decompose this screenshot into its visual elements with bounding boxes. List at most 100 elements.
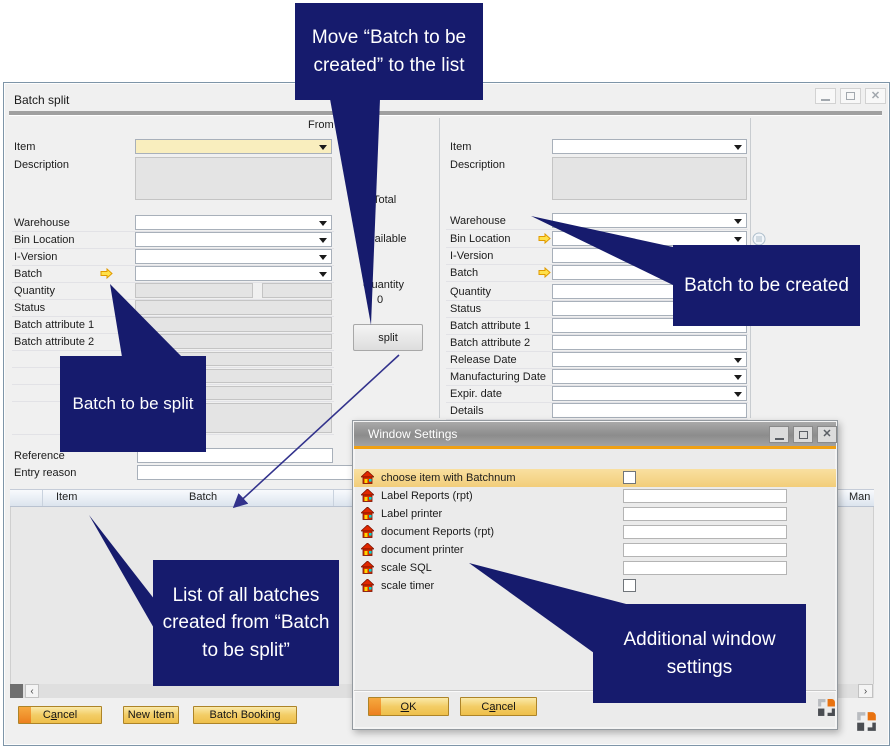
left-field-bin-location[interactable]: [135, 232, 332, 247]
dialog-close-icon[interactable]: ✕: [817, 426, 837, 443]
dropdown-arrow-icon[interactable]: [319, 220, 327, 226]
settings-row-label: Label Reports (rpt): [381, 490, 473, 502]
right-field-details[interactable]: [552, 403, 747, 418]
left-form-label: Batch attribute 2: [14, 336, 95, 348]
callout-list-of-batches: List of all batches created from “Batch …: [153, 560, 339, 686]
right-form-label: I-Version: [450, 250, 494, 262]
left-field-description: [135, 157, 332, 200]
list-circle-icon[interactable]: [752, 232, 766, 246]
dropdown-arrow-icon[interactable]: [734, 357, 742, 363]
settings-row-label: document Reports (rpt): [381, 526, 495, 538]
left-form-label: I-Version: [14, 251, 58, 263]
cancel-button[interactable]: Cancel: [18, 706, 102, 724]
left-field-batch[interactable]: [135, 266, 332, 281]
link-arrow-icon[interactable]: [538, 233, 551, 244]
left-field-warehouse[interactable]: [135, 215, 332, 230]
settings-row-highlight: [354, 469, 836, 487]
dropdown-arrow-icon[interactable]: [734, 236, 742, 242]
dialog-title: Window Settings: [368, 427, 458, 441]
table-header-item: Item: [56, 491, 78, 503]
left-field-i-version[interactable]: [135, 249, 332, 264]
right-form-label: Batch: [450, 267, 479, 279]
settings-input[interactable]: [623, 525, 787, 539]
settings-row-label: document printer: [381, 544, 464, 556]
scrollbar-sizer[interactable]: [10, 684, 23, 698]
dropdown-arrow-icon[interactable]: [319, 237, 327, 243]
quantity-value: 0: [377, 294, 384, 306]
scroll-right-icon[interactable]: ›: [858, 684, 873, 698]
right-form-label: Quantity: [450, 286, 491, 298]
titlebar-divider: [9, 111, 882, 115]
dropdown-arrow-icon[interactable]: [319, 271, 327, 277]
settings-checkbox[interactable]: [623, 471, 636, 484]
close-icon[interactable]: ✕: [865, 88, 886, 104]
right-row-separator: [446, 419, 748, 420]
right-field-warehouse[interactable]: [552, 213, 747, 228]
settings-input[interactable]: [623, 561, 787, 575]
callout-batch-to-be-created: Batch to be created: [673, 245, 860, 326]
right-row-separator: [446, 300, 748, 301]
dialog-cancel-button[interactable]: Cancel: [460, 697, 537, 716]
dialog-minimize-icon[interactable]: [769, 426, 789, 443]
right-field-item[interactable]: [552, 139, 747, 154]
close-glyph: ✕: [822, 428, 832, 440]
accent-line: [354, 446, 836, 449]
scroll-left-icon[interactable]: ‹: [25, 684, 39, 698]
maximize-icon[interactable]: [840, 88, 861, 104]
minimize-glyph: [774, 437, 784, 440]
right-row-separator: [446, 385, 748, 386]
left-form-label: Bin Location: [14, 234, 75, 246]
dropdown-arrow-icon[interactable]: [319, 144, 327, 150]
form-item-house-icon: [361, 507, 374, 520]
form-item-house-icon: [361, 561, 374, 574]
right-field-expir-date[interactable]: [552, 386, 747, 401]
right-field-release-date[interactable]: [552, 352, 747, 367]
right-field-manufacturing-date[interactable]: [552, 369, 747, 384]
left-row-separator: [12, 282, 334, 283]
right-form-label: Batch attribute 2: [450, 337, 531, 349]
form-settings-icon[interactable]: [817, 698, 836, 717]
form-settings-icon[interactable]: [856, 711, 877, 732]
new-item-button[interactable]: New Item: [123, 706, 179, 724]
ok-button[interactable]: OK: [368, 697, 449, 716]
settings-input[interactable]: [623, 507, 787, 521]
right-form-label: Item: [450, 141, 472, 153]
dropdown-arrow-icon[interactable]: [319, 254, 327, 260]
window-title: Batch split: [14, 93, 70, 107]
dialog-maximize-icon[interactable]: [793, 426, 813, 443]
left-field-item[interactable]: [135, 139, 332, 154]
settings-row-label: scale timer: [381, 580, 435, 592]
batch-booking-button[interactable]: Batch Booking: [193, 706, 297, 724]
left-field-quantity-a: [135, 283, 253, 298]
left-field-batch-attribute-2: [135, 334, 332, 349]
form-item-house-icon: [361, 579, 374, 592]
callout-additional-settings: Additional window settings: [593, 604, 806, 703]
split-button[interactable]: split: [353, 324, 423, 351]
quantity-label: Quantity: [363, 279, 404, 291]
right-form-label: Details: [450, 405, 484, 417]
dropdown-arrow-icon[interactable]: [734, 391, 742, 397]
dialog-titlebar[interactable]: [354, 422, 836, 446]
dropdown-arrow-icon[interactable]: [734, 374, 742, 380]
settings-checkbox[interactable]: [623, 579, 636, 592]
settings-input[interactable]: [623, 543, 787, 557]
left-row-separator: [12, 231, 334, 232]
right-field-batch-attribute-2[interactable]: [552, 335, 747, 350]
minimize-icon[interactable]: [815, 88, 836, 104]
left-form-label: Status: [14, 302, 46, 314]
link-arrow-icon[interactable]: [538, 267, 551, 278]
form-item-house-icon: [361, 471, 374, 484]
dropdown-arrow-icon[interactable]: [734, 144, 742, 150]
right-field-bin-location[interactable]: [552, 231, 747, 246]
right-row-separator: [446, 368, 748, 369]
dropdown-arrow-icon[interactable]: [734, 218, 742, 224]
total-label: Total: [373, 194, 397, 206]
settings-input[interactable]: [623, 489, 787, 503]
link-arrow-icon[interactable]: [100, 268, 113, 279]
right-form-label: Status: [450, 303, 482, 315]
left-form-label: Reference: [14, 450, 65, 462]
right-form-label: Expir. date: [450, 388, 502, 400]
left-field-quantity-b: [262, 283, 332, 298]
left-form-label: Batch: [14, 268, 43, 280]
